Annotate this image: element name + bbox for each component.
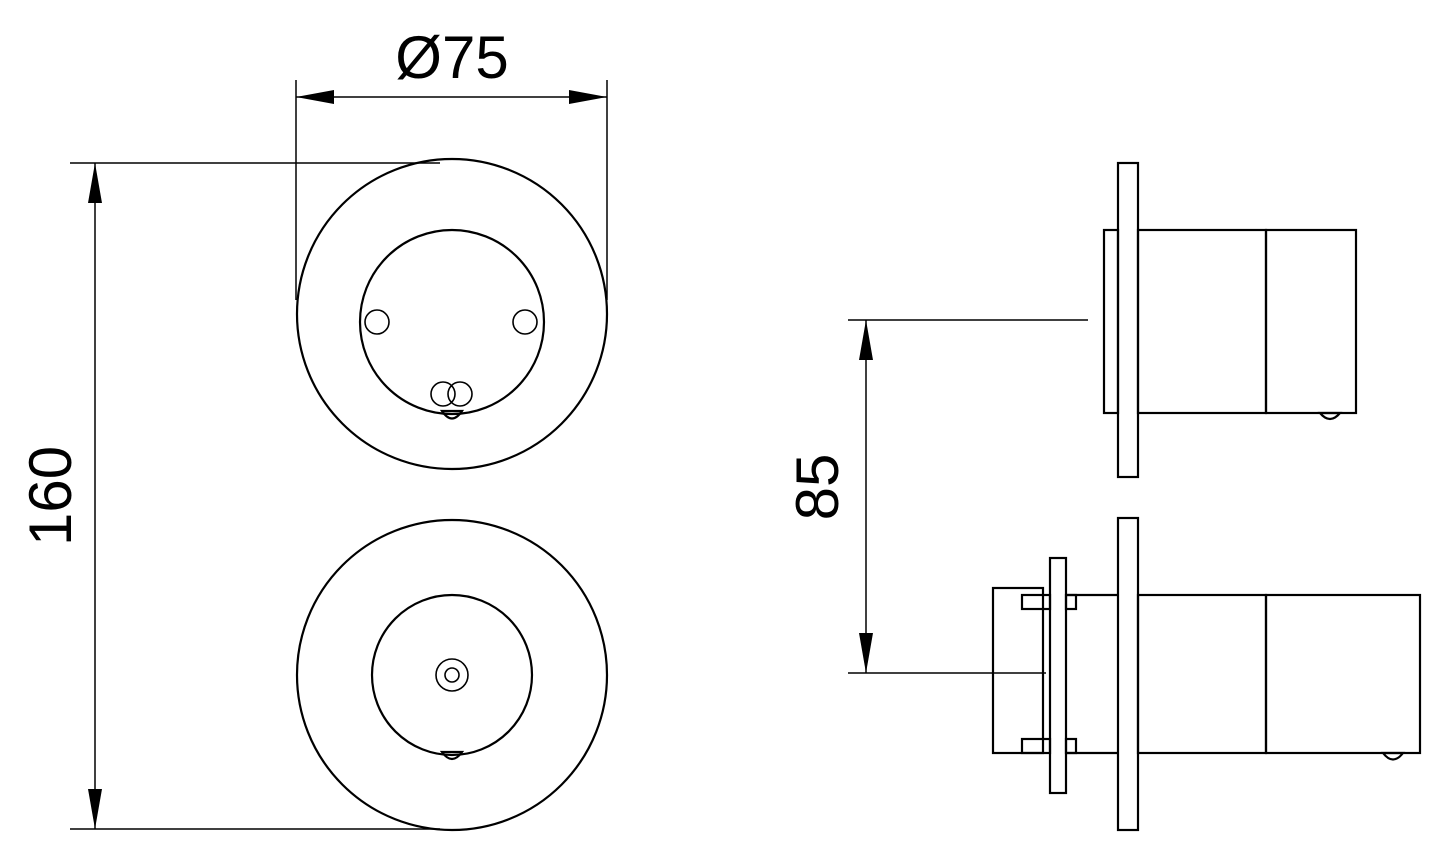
lower-wall-flange	[1116, 516, 1140, 832]
upper-body	[1136, 228, 1268, 415]
upper-indicator-ring-left	[430, 381, 456, 407]
lower-bolt-bottom-left	[1020, 737, 1052, 755]
upper-indicator-ring-right	[447, 381, 473, 407]
height-arrow-bottom	[88, 789, 102, 829]
lower-back-box	[991, 586, 1045, 755]
height-label: 160	[17, 446, 84, 546]
lower-bolt-bottom-right	[1064, 737, 1078, 755]
lower-bolt-top-left	[1020, 593, 1052, 611]
spacing-dimension: 85	[784, 319, 1088, 674]
spacing-arrow-bottom	[859, 633, 873, 673]
lower-rosette-outer-circle	[295, 518, 609, 832]
diameter-arrow-right	[569, 90, 607, 104]
lower-side-unit	[991, 516, 1422, 832]
spacing-label: 85	[784, 454, 851, 521]
lower-center-dot	[444, 667, 460, 683]
upper-wall-flange	[1116, 161, 1140, 479]
diameter-label: Ø75	[395, 24, 508, 91]
upper-lever-tip	[439, 409, 465, 420]
front-view: Ø75 160	[17, 24, 609, 832]
upper-left-hole	[364, 309, 390, 335]
upper-rosette-outer-circle	[295, 157, 609, 471]
lower-rosette	[295, 518, 609, 832]
upper-collar	[1102, 228, 1120, 415]
diameter-arrow-left	[296, 90, 334, 104]
upper-handle-disc	[358, 228, 546, 416]
upper-right-hole	[512, 309, 538, 335]
upper-side-unit	[1102, 161, 1358, 479]
upper-rosette	[295, 157, 609, 471]
lower-knurled-handle	[1264, 593, 1422, 755]
diameter-dimension: Ø75	[295, 24, 608, 300]
height-arrow-top	[88, 163, 102, 203]
upper-handle-lever-tip	[1317, 411, 1343, 421]
height-dimension: 160	[17, 162, 440, 830]
lower-body	[1136, 593, 1268, 755]
spacing-arrow-top	[859, 320, 873, 360]
lower-handle-disc	[370, 593, 534, 757]
upper-knurled-handle	[1264, 228, 1358, 415]
lower-handle-lever-tip	[1380, 751, 1406, 761]
lower-center-ring	[435, 658, 469, 692]
lower-mounting-plate	[1048, 556, 1068, 795]
lower-lever-tip	[439, 750, 465, 761]
lower-bolt-top-right	[1064, 593, 1078, 611]
side-view: 85	[784, 161, 1422, 832]
